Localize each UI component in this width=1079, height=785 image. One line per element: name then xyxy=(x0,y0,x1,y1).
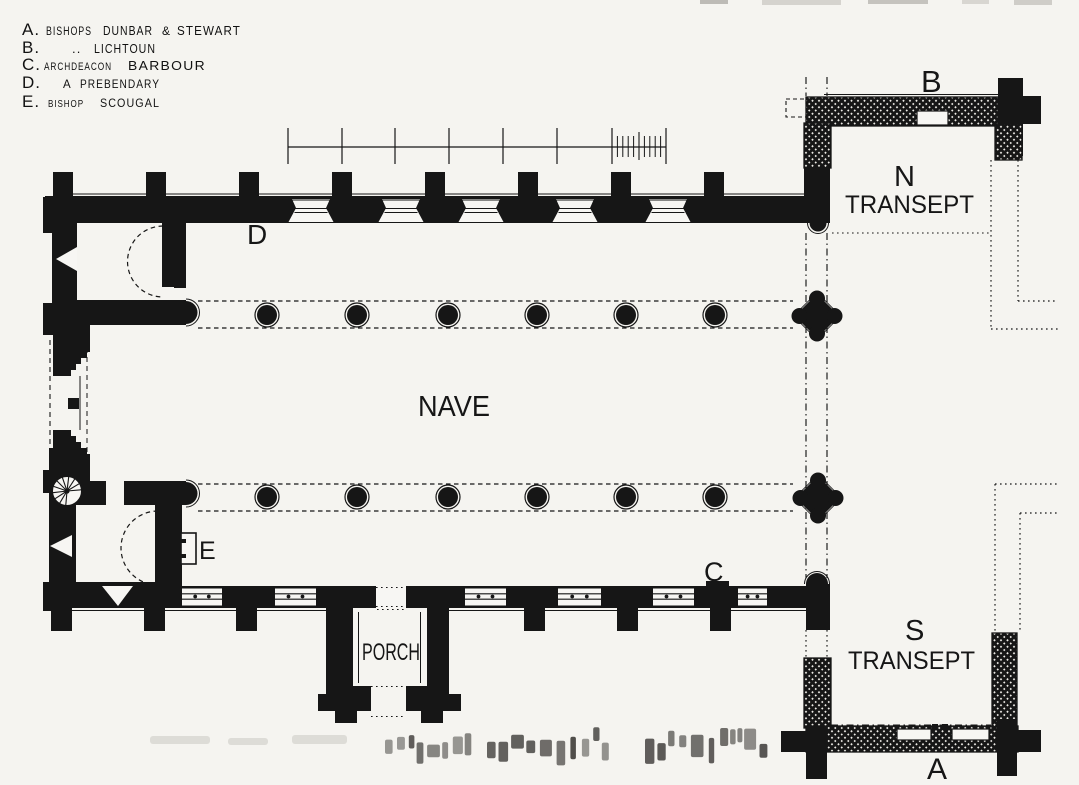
svg-text:PORCH: PORCH xyxy=(362,639,420,666)
svg-text:E: E xyxy=(199,537,216,565)
svg-text:B.: B. xyxy=(22,38,40,57)
svg-text:BARBOUR: BARBOUR xyxy=(128,59,206,73)
svg-text:BISHOPS: BISHOPS xyxy=(46,26,92,38)
svg-text:DUNBAR: DUNBAR xyxy=(103,24,153,38)
svg-text:N: N xyxy=(894,161,915,193)
svg-text:LICHTOUN: LICHTOUN xyxy=(94,42,156,56)
svg-text:NAVE: NAVE xyxy=(418,391,490,423)
svg-text:D.: D. xyxy=(22,73,41,92)
svg-text:E.: E. xyxy=(22,92,40,111)
svg-text:B: B xyxy=(921,64,942,99)
svg-text:..: .. xyxy=(72,41,82,56)
svg-text:D: D xyxy=(247,219,267,250)
svg-text:BISHOP: BISHOP xyxy=(48,98,84,110)
svg-text:A: A xyxy=(63,79,72,91)
svg-text:S: S xyxy=(905,615,924,647)
svg-text:TRANSEPT: TRANSEPT xyxy=(845,191,974,219)
svg-text:A: A xyxy=(927,753,947,785)
svg-text:STEWART: STEWART xyxy=(177,24,241,38)
svg-text:C.: C. xyxy=(22,55,41,74)
svg-text:C: C xyxy=(704,557,724,587)
svg-text:PREBENDARY: PREBENDARY xyxy=(80,77,160,91)
svg-text:A.: A. xyxy=(22,20,40,39)
svg-text:&: & xyxy=(162,24,171,38)
svg-text:TRANSEPT: TRANSEPT xyxy=(848,647,975,675)
svg-text:ARCHDEACON: ARCHDEACON xyxy=(44,61,112,73)
svg-text:SCOUGAL: SCOUGAL xyxy=(100,96,160,110)
